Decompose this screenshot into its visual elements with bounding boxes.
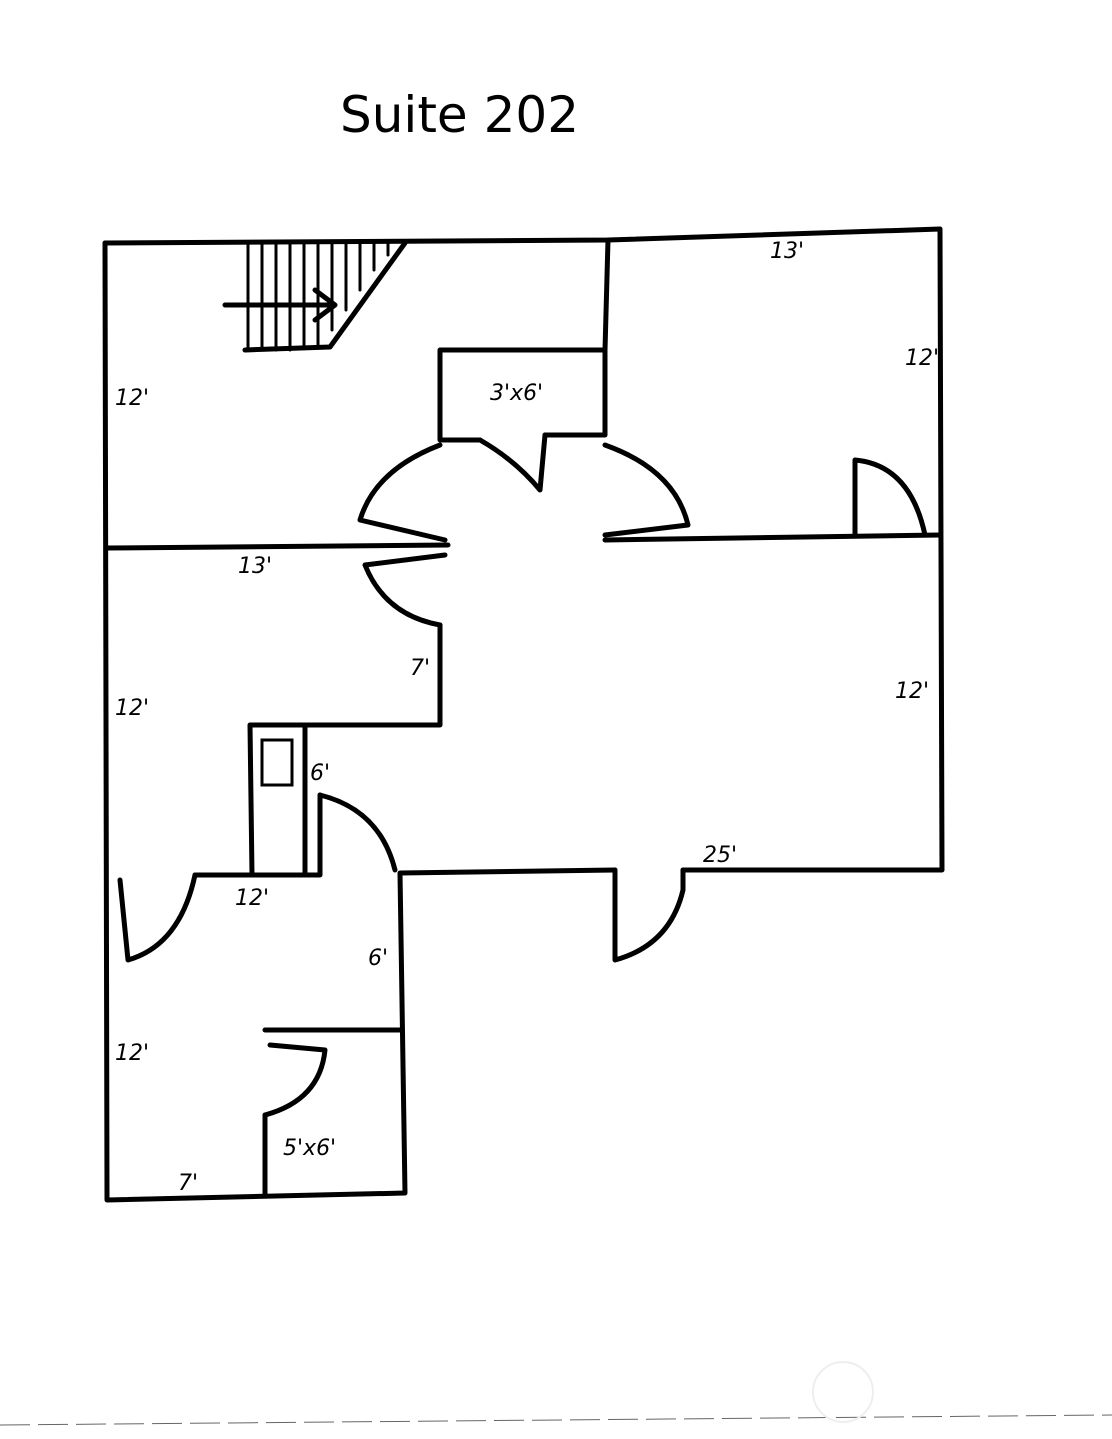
plan-title: Suite 202 (340, 86, 579, 144)
dimension-labels: 13' 12' 12' 3'x6' 13' 7' 12' 6' 12' 25' … (115, 239, 939, 1196)
label: 7' (178, 1171, 198, 1196)
watermark-circle (812, 1361, 874, 1423)
label: 5'x6' (283, 1136, 336, 1161)
top-right-door (602, 442, 691, 538)
stairs (222, 240, 408, 353)
entry-door (612, 867, 686, 963)
closet-door-lower (317, 792, 398, 873)
label: 12' (115, 386, 149, 411)
label: 6' (310, 761, 330, 786)
label: 12' (235, 886, 269, 911)
mid-left-door (362, 552, 448, 628)
stair-arrow-icon (222, 287, 338, 323)
top-left-door (357, 442, 448, 543)
closet-door (477, 432, 548, 493)
label: 12' (905, 346, 939, 371)
label: 12' (115, 1041, 149, 1066)
scan-edge-line (0, 1414, 1112, 1426)
label: 7' (410, 656, 430, 681)
label: 13' (770, 239, 804, 264)
label: 13' (238, 554, 272, 579)
label: 12' (115, 696, 149, 721)
label: 12' (895, 679, 929, 704)
right-room-door (852, 457, 928, 538)
label: 25' (703, 843, 737, 868)
bath-door (262, 1042, 328, 1118)
label: 6' (368, 946, 388, 971)
lower-left-door (117, 872, 198, 963)
fixture-icon (260, 738, 294, 787)
label: 3'x6' (490, 381, 543, 406)
doors (117, 432, 928, 1118)
walls (102, 226, 945, 1203)
